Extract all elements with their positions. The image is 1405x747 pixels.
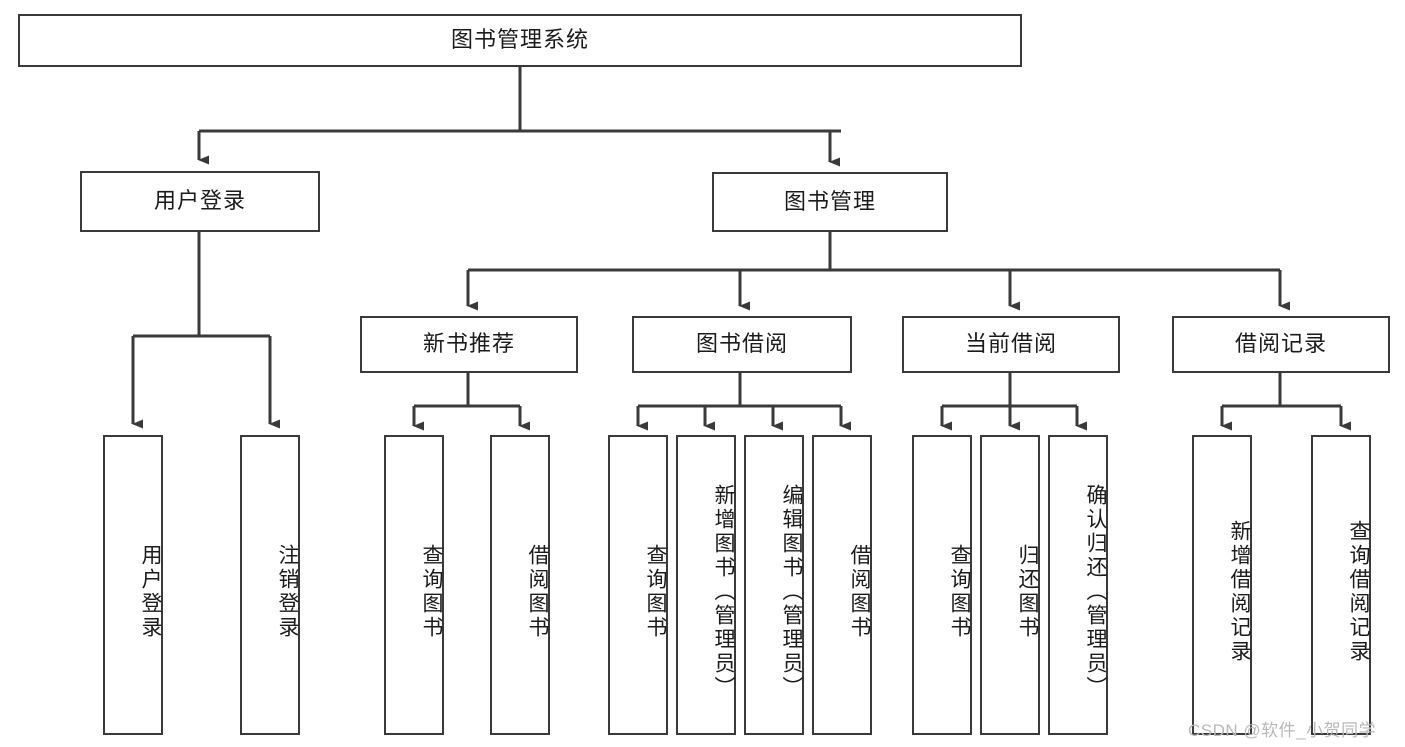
- node-user-login[interactable]: 用户登录: [80, 171, 320, 232]
- node-label: 用户登录: [153, 188, 246, 214]
- node-root-system[interactable]: 图书管理系统: [18, 14, 1022, 67]
- leaf-borrow-edit-book-admin[interactable]: 编辑图书（管理员）: [744, 435, 804, 735]
- node-current-borrow[interactable]: 当前借阅: [902, 316, 1120, 373]
- leaf-current-confirm-return-admin[interactable]: 确认归还（管理员）: [1048, 435, 1108, 735]
- node-label: 新增图书（管理员）: [712, 484, 735, 700]
- node-label: 查询借阅记录: [1347, 520, 1370, 664]
- node-label: 当前借阅: [964, 331, 1057, 357]
- node-label: 新增借阅记录: [1228, 520, 1251, 664]
- node-label: 查询图书: [948, 544, 971, 640]
- leaf-record-query-borrow-record[interactable]: 查询借阅记录: [1311, 435, 1371, 735]
- node-label: 归还图书: [1016, 544, 1039, 640]
- leaf-borrow-query-book[interactable]: 查询图书: [608, 435, 668, 735]
- leaf-current-query-book[interactable]: 查询图书: [912, 435, 972, 735]
- node-label: 注销登录: [276, 544, 299, 640]
- leaf-borrow-borrow-book[interactable]: 借阅图书: [812, 435, 872, 735]
- node-label: 编辑图书（管理员）: [780, 484, 803, 700]
- node-label: 查询图书: [420, 544, 443, 640]
- leaf-current-return-book[interactable]: 归还图书: [980, 435, 1040, 735]
- node-label: 图书借阅: [695, 331, 788, 357]
- leaf-record-add-borrow-record[interactable]: 新增借阅记录: [1192, 435, 1252, 735]
- node-label: 借阅记录: [1234, 331, 1327, 357]
- node-label: 确认归还（管理员）: [1084, 484, 1107, 700]
- watermark-text: CSDN @软件_小贺同学: [1188, 721, 1377, 740]
- leaf-recommend-borrow-book[interactable]: 借阅图书: [490, 435, 550, 735]
- leaf-user-login-logout[interactable]: 注销登录: [240, 435, 300, 735]
- node-new-book-recommend[interactable]: 新书推荐: [360, 316, 578, 373]
- node-book-borrow[interactable]: 图书借阅: [632, 316, 852, 373]
- node-label: 借阅图书: [526, 544, 549, 640]
- node-label: 用户登录: [139, 544, 162, 640]
- leaf-recommend-query-book[interactable]: 查询图书: [384, 435, 444, 735]
- node-label: 查询图书: [644, 544, 667, 640]
- node-borrow-record[interactable]: 借阅记录: [1172, 316, 1390, 373]
- node-label: 借阅图书: [848, 544, 871, 640]
- node-label: 图书管理: [783, 188, 876, 214]
- leaf-borrow-add-book-admin[interactable]: 新增图书（管理员）: [676, 435, 736, 735]
- node-label: 图书管理系统: [450, 27, 589, 53]
- node-label: 新书推荐: [422, 331, 515, 357]
- leaf-user-login-signin[interactable]: 用户登录: [103, 435, 163, 735]
- node-book-management[interactable]: 图书管理: [712, 172, 948, 232]
